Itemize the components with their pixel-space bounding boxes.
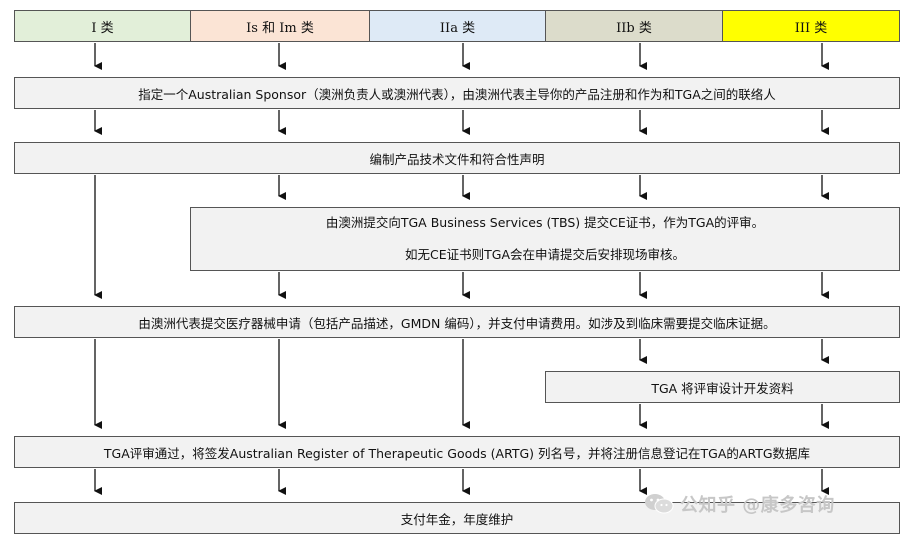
header-class-i: I 类: [14, 10, 191, 42]
step-appoint-sponsor: 指定一个Australian Sponsor（澳洲负责人或澳洲代表），由澳洲代表…: [14, 77, 900, 109]
step-annual-fee: 支付年金，年度维护: [14, 502, 900, 534]
header-class-iii: III 类: [722, 10, 900, 42]
tbs-line-2: 如无CE证书则TGA会在申请提交后安排现场审核。: [405, 247, 685, 262]
step-device-application: 由澳洲代表提交医疗器械申请（包括产品描述，GMDN 编码），并支付申请费用。如涉…: [14, 306, 900, 338]
header-class-is-im: Is 和 Im 类: [190, 10, 370, 42]
header-class-iib: IIb 类: [545, 10, 723, 42]
tbs-line-1: 由澳洲提交向TGA Business Services (TBS) 提交CE证书…: [325, 215, 765, 230]
step-tbs-ce-submission: 由澳洲提交向TGA Business Services (TBS) 提交CE证书…: [190, 207, 900, 271]
step-design-review: TGA 将评审设计开发资料: [545, 371, 900, 403]
header-class-iia: IIa 类: [369, 10, 546, 42]
watermark-text: 公知乎 @康多咨询: [680, 495, 835, 516]
step-technical-file: 编制产品技术文件和符合性声明: [14, 142, 900, 174]
step-artg-listing: TGA评审通过，将签发Australian Register of Therap…: [14, 436, 900, 468]
watermark: 公知乎 @康多咨询: [644, 491, 835, 517]
wechat-icon: [644, 493, 674, 515]
